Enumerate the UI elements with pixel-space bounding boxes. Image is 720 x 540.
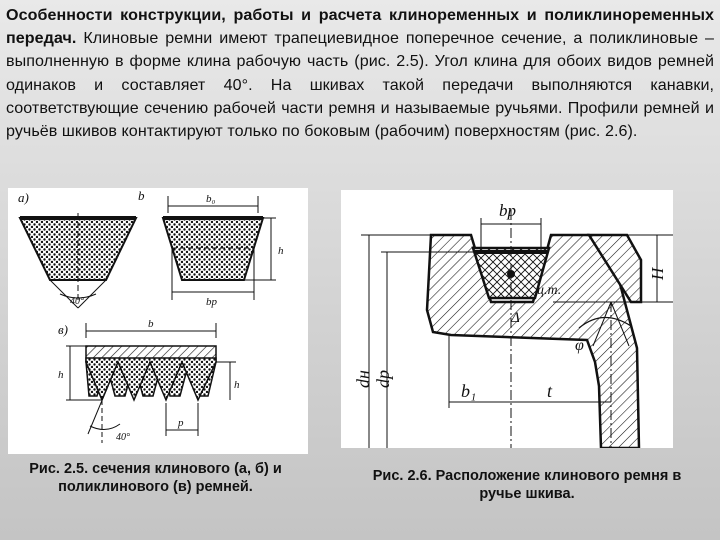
dim-h-top: h [278,245,284,257]
label-ct: ц.т. [537,283,561,298]
belt-sections-drawing: а) 40° b b₀ h bp в) b h h 40° p [18,188,284,443]
belt-in-groove-drawing: ц.т. Δ bp H dн dp b₁ t φ [353,201,673,450]
figure-2-6-caption: Рис. 2.6. Расположение клинового ремня в… [372,468,682,502]
v-belt-section-b [161,217,265,281]
paragraph-title: Особенности конструкции, работы и расчет… [6,6,714,48]
dim-h-small: h [234,379,240,391]
paragraph-body: Клиновые ремни имеют трапециевидное попе… [6,29,714,141]
dim-H: H [648,266,667,281]
dim-h-poly: h [58,369,64,381]
label-v: в) [58,322,68,337]
dim-dH: dн [353,370,373,388]
dim-b0: b₀ [206,193,216,205]
dim-b: b [148,318,154,330]
dim-t: t [547,381,553,401]
dim-dp: dp [373,370,393,388]
figure-2-6: ц.т. Δ bp H dн dp b₁ t φ [341,190,673,450]
dim-b1: b₁ [461,381,476,401]
label-a: а) [18,190,29,205]
pulley-section [425,233,641,450]
dim-bp: bp [206,296,218,308]
dim-bp-groove: bp [499,201,516,220]
label-delta: Δ [510,310,520,326]
figure-2-5-caption: Рис. 2.5. сечения клинового (а, б) и пол… [29,461,282,495]
label-b: b [138,188,145,203]
label-phi: φ [575,337,584,354]
figure-2-5: а) 40° b b₀ h bp в) b h h 40° p [8,188,308,454]
angle-label-a: 40° [70,296,84,307]
angle-label-poly: 40° [116,432,130,443]
dim-p: p [177,417,184,429]
body-paragraph: Особенности конструкции, работы и расчет… [6,4,714,143]
